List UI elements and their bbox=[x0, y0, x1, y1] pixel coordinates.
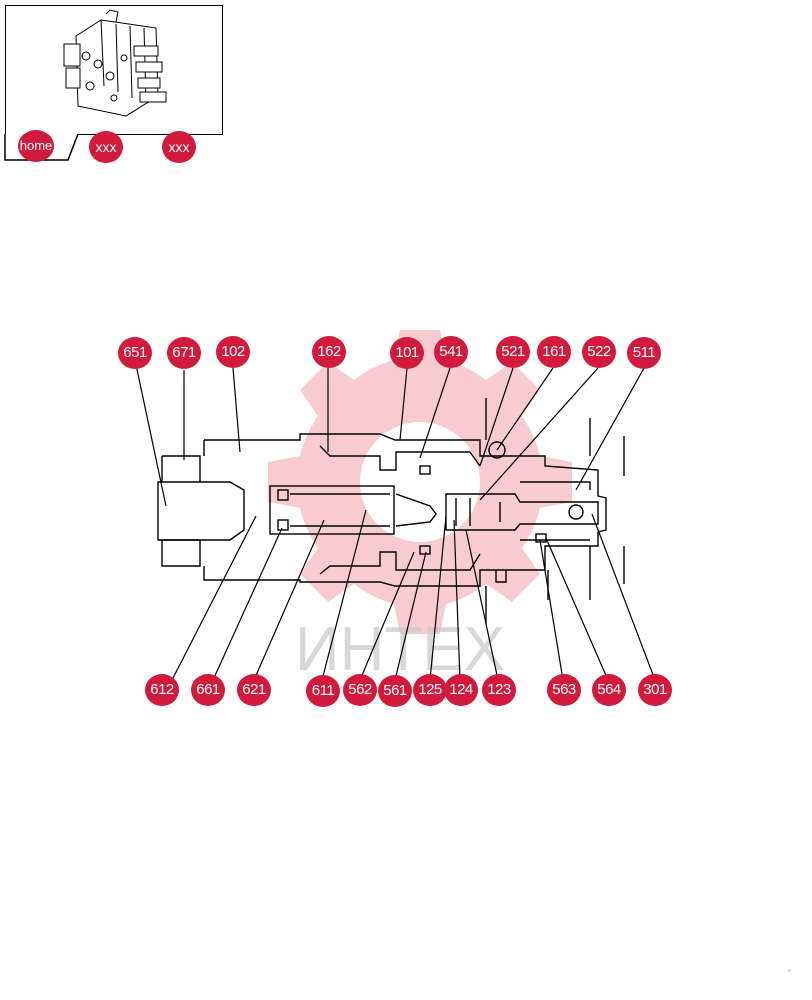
callout-651[interactable]: 651 bbox=[118, 337, 152, 369]
callout-562[interactable]: 562 bbox=[343, 674, 377, 706]
callout-301[interactable]: 301 bbox=[638, 674, 672, 706]
callout-522[interactable]: 522 bbox=[582, 336, 616, 368]
callout-612[interactable]: 612 bbox=[145, 674, 179, 706]
callout-671[interactable]: 671 bbox=[167, 337, 201, 369]
callout-563[interactable]: 563 bbox=[547, 674, 581, 706]
callout-611[interactable]: 611 bbox=[306, 675, 340, 707]
nav-tab-2[interactable]: xxx bbox=[162, 131, 196, 163]
callout-561[interactable]: 561 bbox=[378, 675, 412, 707]
callout-102[interactable]: 102 bbox=[216, 336, 250, 368]
callout-161[interactable]: 161 bbox=[537, 336, 571, 368]
callout-521[interactable]: 521 bbox=[496, 336, 530, 368]
corner-mark: ' bbox=[788, 968, 790, 978]
leader-lines bbox=[134, 359, 656, 681]
callout-123[interactable]: 123 bbox=[482, 674, 516, 706]
callout-124[interactable]: 124 bbox=[444, 674, 478, 706]
callout-564[interactable]: 564 bbox=[592, 674, 626, 706]
callout-162[interactable]: 162 bbox=[312, 336, 346, 368]
valve-block-image bbox=[63, 9, 167, 117]
assembly-thumbnail[interactable] bbox=[5, 5, 223, 135]
callout-621[interactable]: 621 bbox=[237, 674, 271, 706]
callout-101[interactable]: 101 bbox=[390, 337, 424, 369]
callout-125[interactable]: 125 bbox=[413, 674, 447, 706]
nav-tab-1[interactable]: xxx bbox=[89, 131, 123, 163]
callout-661[interactable]: 661 bbox=[191, 674, 225, 706]
home-button[interactable]: home bbox=[18, 130, 54, 162]
callout-511[interactable]: 511 bbox=[627, 337, 661, 369]
callout-541[interactable]: 541 bbox=[434, 336, 468, 368]
watermark-text: ИНТЕХ bbox=[295, 615, 505, 684]
